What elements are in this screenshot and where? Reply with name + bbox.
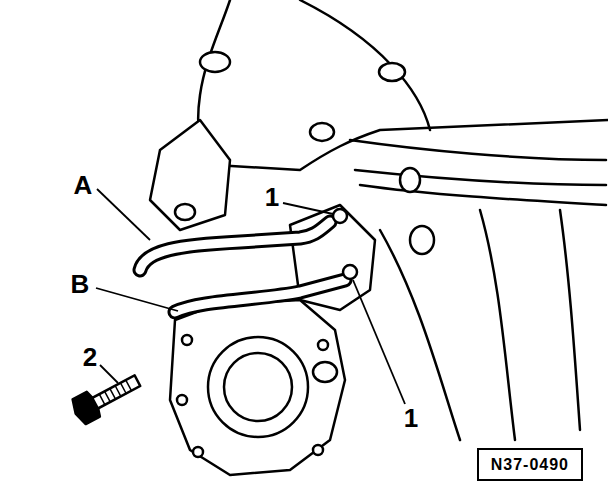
figure-number: N37-0490: [491, 455, 569, 474]
figure-number-box: N37-0490: [477, 448, 583, 481]
callout-label: 1: [265, 184, 279, 210]
callout-label: A: [74, 172, 93, 198]
callout-label: 1: [404, 405, 418, 431]
callout-label: 2: [83, 344, 97, 370]
callout-label: B: [71, 271, 90, 297]
